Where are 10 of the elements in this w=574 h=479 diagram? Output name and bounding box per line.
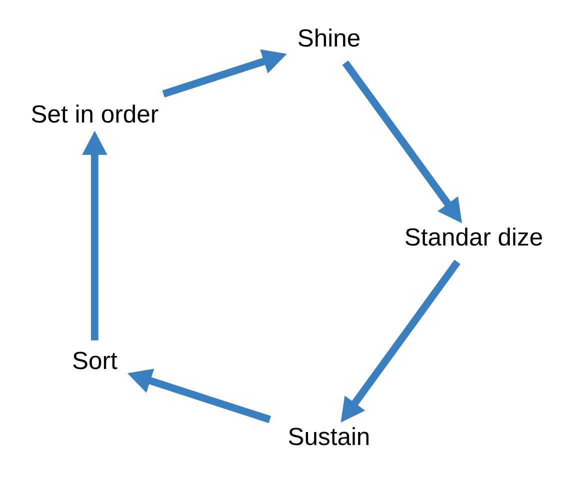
arrow [127,368,271,424]
arrow [340,260,460,423]
node-text: Sort [72,348,118,375]
arrow [342,60,462,224]
arrow [82,130,108,340]
arrow [162,49,287,98]
node-text: Standar dize [404,224,544,252]
node-text: Sustain [288,424,370,451]
node-text: Shine [297,25,361,52]
node-text: Set in order [30,102,159,129]
